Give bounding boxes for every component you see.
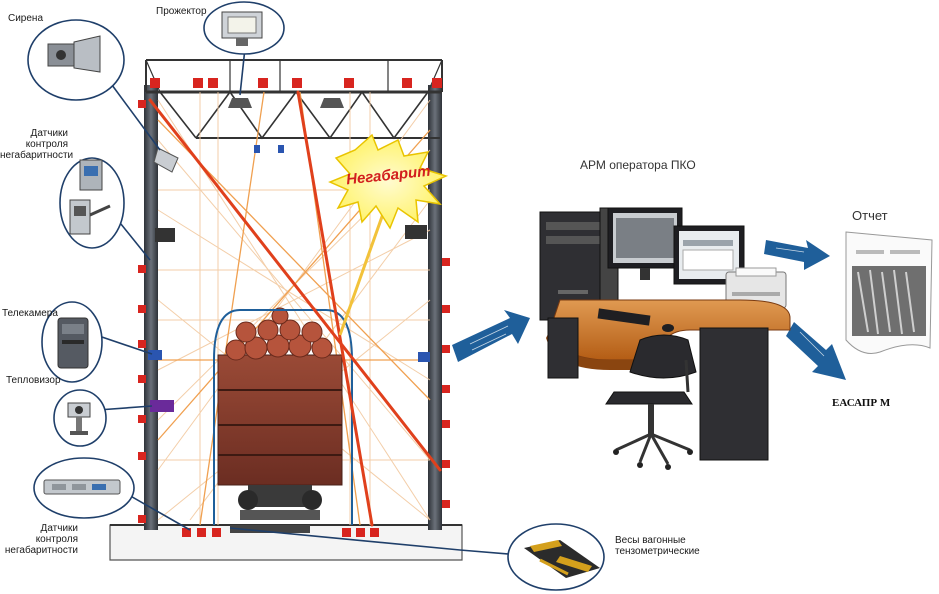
operator-to-report-arrow — [764, 240, 830, 270]
operator-to-eas-arrow — [786, 322, 846, 380]
logs-load — [226, 308, 332, 360]
rail-wagon — [218, 355, 342, 520]
thermal-callout — [54, 390, 106, 446]
projector-callout — [204, 2, 284, 54]
report-label: Отчет — [852, 210, 888, 221]
scales-label: Весы вагонные тензометрические — [615, 535, 700, 557]
siren-label: Сирена — [8, 13, 43, 24]
sensors-bottom-label: Датчики контроля негабаритности — [0, 523, 78, 556]
sensors-bottom-callout — [34, 458, 134, 518]
eas-system-label: ЕАСАПР М — [832, 398, 890, 409]
sensor-icon — [44, 480, 120, 494]
operator-station-label: АРМ оператора ПКО — [580, 160, 696, 171]
top-sensor-row — [150, 78, 442, 88]
siren-callout — [28, 20, 124, 100]
thermal-label: Тепловизор — [6, 375, 61, 386]
sensors-top-label: Датчики контроля негабаритности — [0, 128, 68, 161]
scales-callout — [508, 524, 604, 590]
report-document-icon — [846, 232, 932, 354]
mouse — [662, 324, 674, 332]
sensors-top-callout — [60, 158, 124, 248]
portal-to-operator-arrow — [452, 310, 530, 362]
desk-pedestal — [700, 328, 768, 460]
monitor-left — [608, 208, 682, 280]
ground-platform — [110, 525, 462, 560]
camera-icon — [58, 318, 88, 368]
operator-workstation — [540, 208, 790, 470]
telecamera-label: Телекамера — [2, 308, 58, 319]
projector-label: Прожектор — [156, 6, 207, 17]
